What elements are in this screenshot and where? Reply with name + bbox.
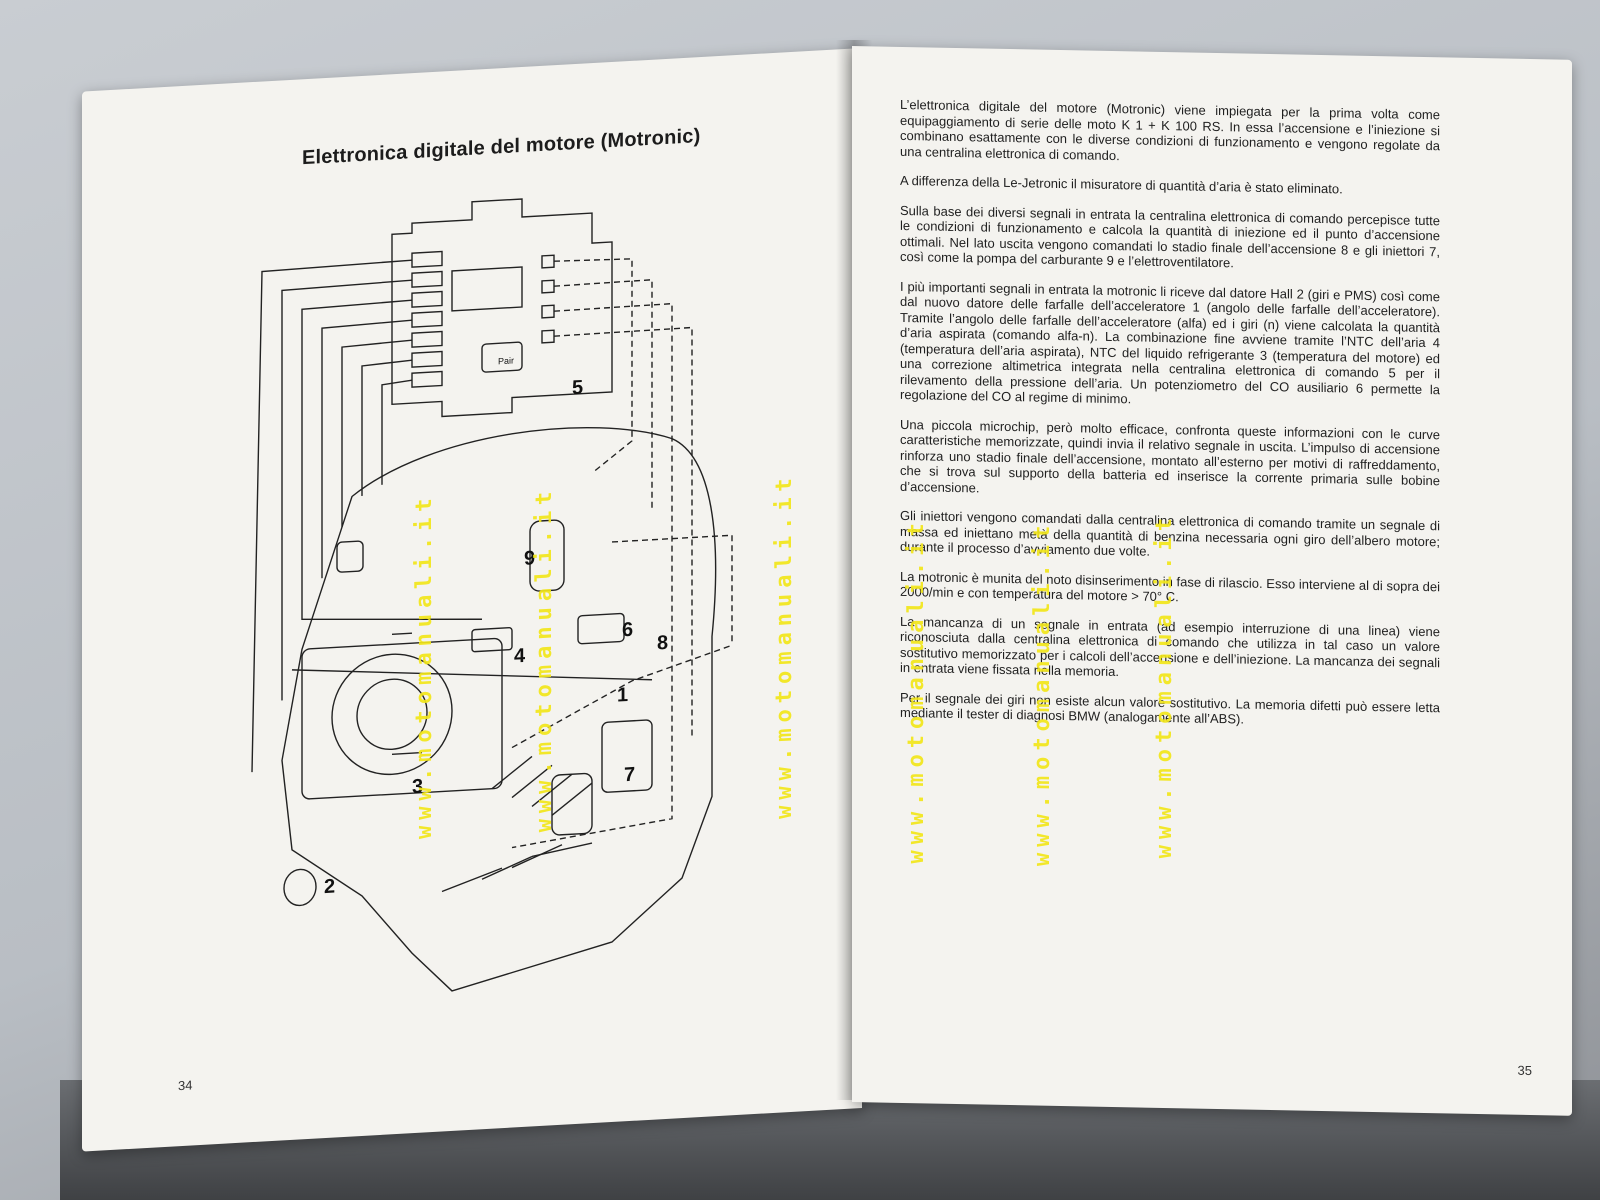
paragraph: L’elettronica digitale del motore (Motro… <box>900 96 1440 163</box>
watermark: www.motomanuali.it <box>1030 519 1055 867</box>
pair-label: Pair <box>498 355 514 366</box>
watermark: www.motomanuali.it <box>772 471 797 820</box>
diagram-label: 3 <box>412 776 423 799</box>
diagram-label: 8 <box>657 632 668 655</box>
diagram-label: 4 <box>514 645 526 668</box>
page-title: Elettronica digitale del motore (Motroni… <box>302 125 701 170</box>
page-number: 35 <box>1517 1062 1532 1079</box>
diagram-label: 9 <box>524 547 535 570</box>
paragraph: I più importanti segnali in entrata la m… <box>900 278 1440 407</box>
watermark: www.motomanuali.it <box>532 485 557 833</box>
watermark: www.motomanuali.it <box>412 491 437 840</box>
paragraph: A differenza della Le-Jetronic il misura… <box>900 172 1343 197</box>
page-number: 34 <box>178 1077 193 1094</box>
watermark: www.motomanuali.it <box>904 516 929 864</box>
diagram-label: 5 <box>572 377 583 400</box>
diagram-label: 1 <box>617 684 628 707</box>
motronic-diagram: 8 9 5 6 4 1 7 3 2 Pair <box>251 198 733 992</box>
control-unit-outline <box>391 198 613 418</box>
diagram-label: 7 <box>624 764 635 787</box>
paragraph: Sulla base dei diversi segnali in entrat… <box>900 202 1440 271</box>
diagram-label: 2 <box>324 875 335 898</box>
left-page: Elettronica digitale del motore (Motroni… <box>82 48 862 1152</box>
paragraph: Una piccola microchip, però molto effica… <box>900 416 1440 495</box>
diagram-label: 6 <box>622 619 633 642</box>
right-page: L’elettronica digitale del motore (Motro… <box>852 46 1572 1116</box>
watermark: www.motomanuali.it <box>1152 511 1177 859</box>
